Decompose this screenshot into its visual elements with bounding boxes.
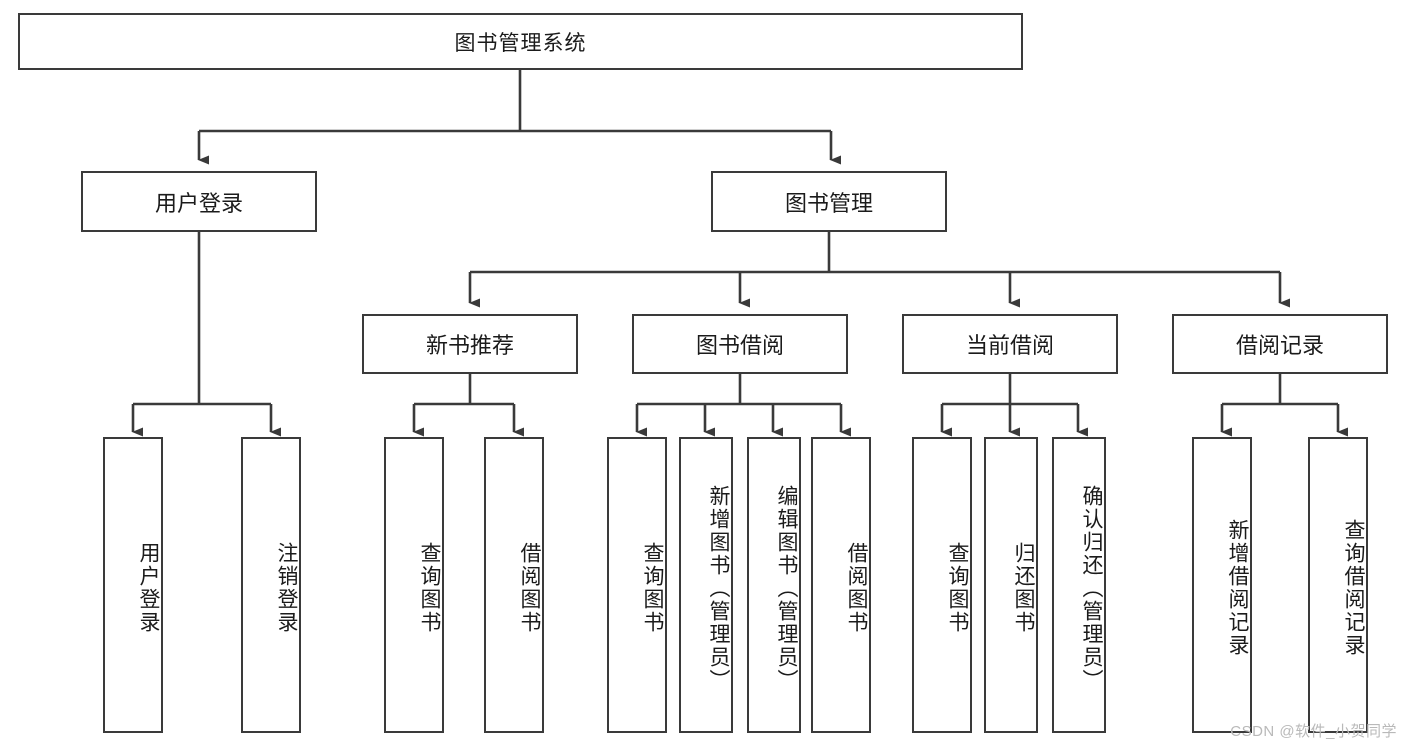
leaf-user-login-login[interactable]: 用户登录: [103, 437, 163, 733]
leaf-book-borrow-add[interactable]: 新增图书（管理员）: [679, 437, 733, 733]
leaf-book-borrow-borrow[interactable]: 借阅图书: [811, 437, 871, 733]
node-current-borrow[interactable]: 当前借阅: [902, 314, 1118, 374]
node-book-management[interactable]: 图书管理: [711, 171, 947, 232]
leaf-borrow-record-add[interactable]: 新增借阅记录: [1192, 437, 1252, 733]
node-new-book-recommend[interactable]: 新书推荐: [362, 314, 578, 374]
leaf-borrow-record-query[interactable]: 查询借阅记录: [1308, 437, 1368, 733]
node-borrow-record[interactable]: 借阅记录: [1172, 314, 1388, 374]
leaf-current-borrow-query[interactable]: 查询图书: [912, 437, 972, 733]
leaf-new-book-borrow[interactable]: 借阅图书: [484, 437, 544, 733]
leaf-book-borrow-edit[interactable]: 编辑图书（管理员）: [747, 437, 801, 733]
leaf-current-borrow-confirm[interactable]: 确认归还（管理员）: [1052, 437, 1106, 733]
node-root-system[interactable]: 图书管理系统: [18, 13, 1023, 70]
watermark-label: CSDN @软件_小贺同学: [1230, 723, 1397, 740]
leaf-current-borrow-return[interactable]: 归还图书: [984, 437, 1038, 733]
node-user-login[interactable]: 用户登录: [81, 171, 317, 232]
leaf-user-login-logout[interactable]: 注销登录: [241, 437, 301, 733]
leaf-book-borrow-query[interactable]: 查询图书: [607, 437, 667, 733]
leaf-new-book-query[interactable]: 查询图书: [384, 437, 444, 733]
node-book-borrow[interactable]: 图书借阅: [632, 314, 848, 374]
